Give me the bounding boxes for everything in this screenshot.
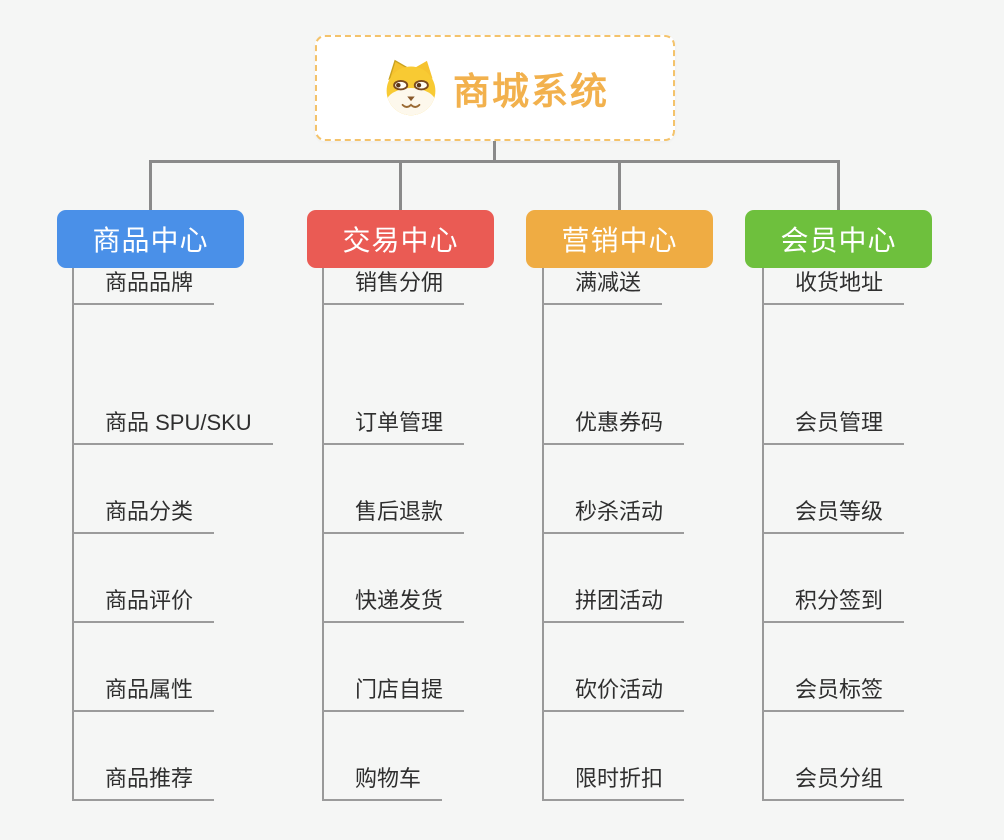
branch-label: 营销中心 — [561, 225, 678, 256]
leaf-node[interactable]: 商品品牌 — [72, 268, 215, 305]
leaf-node[interactable]: 会员管理 — [762, 408, 905, 445]
leaf-node[interactable]: 销售分佣 — [322, 268, 465, 305]
leaf-node[interactable]: 商品分类 — [72, 497, 215, 534]
leaf-node[interactable]: 商品评价 — [72, 586, 215, 623]
leaf-node[interactable]: 售后退款 — [322, 497, 465, 534]
leaf-node[interactable]: 快递发货 — [322, 586, 465, 623]
leaf-node[interactable]: 收货地址 — [762, 268, 905, 305]
leaf-node[interactable]: 商品 SPU/SKU — [72, 408, 273, 445]
leaf-node[interactable]: 会员等级 — [762, 497, 905, 534]
leaf-node[interactable]: 限时折扣 — [542, 764, 685, 801]
connector-branch-3 — [618, 160, 621, 210]
leaf-node[interactable]: 门店自提 — [322, 675, 465, 712]
leaf-node[interactable]: 积分签到 — [762, 586, 905, 623]
dog-face-icon — [381, 58, 441, 118]
connector-root-vertical — [493, 141, 496, 162]
branch-node-member-center[interactable]: 会员中心 — [745, 210, 932, 268]
root-node-title: 商城系统 — [453, 71, 609, 112]
branch-node-marketing-center[interactable]: 营销中心 — [526, 210, 713, 268]
branch-trunk-line — [762, 268, 764, 801]
branch-node-product-center[interactable]: 商品中心 — [57, 210, 244, 268]
connector-branch-2 — [399, 160, 402, 210]
branch-trunk-line — [542, 268, 544, 801]
leaf-node[interactable]: 优惠券码 — [542, 408, 685, 445]
branch-label: 会员中心 — [780, 225, 897, 256]
root-node[interactable]: 商城系统 — [315, 35, 675, 141]
leaf-node[interactable]: 商品属性 — [72, 675, 215, 712]
leaf-node[interactable]: 购物车 — [322, 764, 443, 801]
branch-trunk-line — [72, 268, 74, 801]
leaf-node[interactable]: 拼团活动 — [542, 586, 685, 623]
connector-branch-1 — [149, 160, 152, 210]
leaf-node[interactable]: 砍价活动 — [542, 675, 685, 712]
branch-node-trade-center[interactable]: 交易中心 — [307, 210, 494, 268]
leaf-node[interactable]: 会员分组 — [762, 764, 905, 801]
connector-branch-4 — [837, 160, 840, 210]
leaf-node[interactable]: 商品推荐 — [72, 764, 215, 801]
branch-label: 交易中心 — [342, 225, 459, 256]
branch-trunk-line — [322, 268, 324, 801]
leaf-node[interactable]: 满减送 — [542, 268, 663, 305]
leaf-node[interactable]: 秒杀活动 — [542, 497, 685, 534]
branch-label: 商品中心 — [92, 225, 209, 256]
leaf-node[interactable]: 订单管理 — [322, 408, 465, 445]
leaf-node[interactable]: 会员标签 — [762, 675, 905, 712]
connector-horizontal-bus — [149, 160, 840, 163]
